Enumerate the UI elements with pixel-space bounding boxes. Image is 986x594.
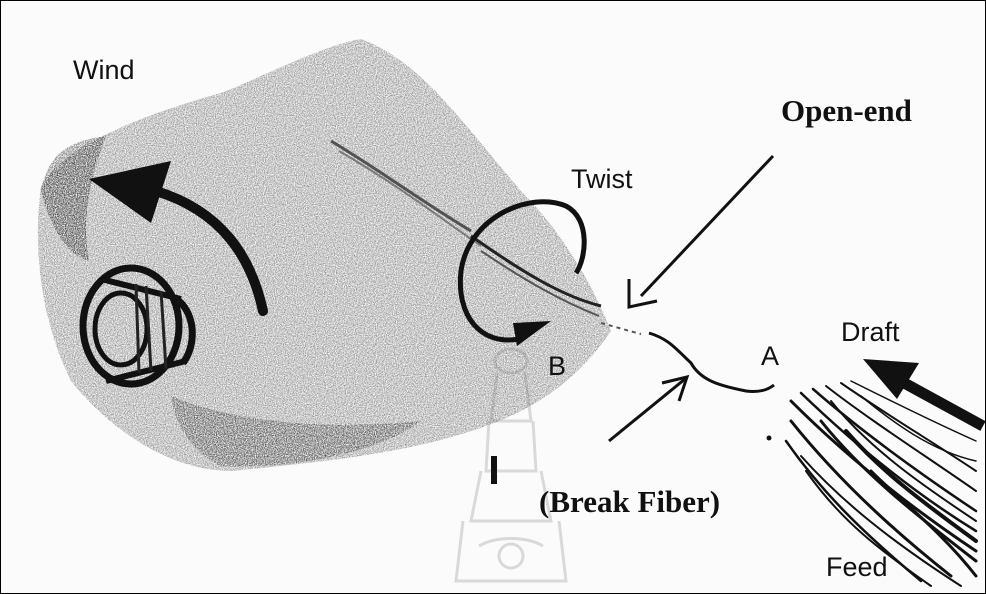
point-b-label: B [548, 353, 566, 380]
open-end-arrow-icon [629, 156, 773, 307]
dot-mark [767, 436, 772, 441]
draft-label: Draft [841, 319, 900, 346]
tick-mark [491, 456, 497, 484]
wind-label: Wind [73, 57, 135, 84]
break-fiber-label: (Break Fiber) [539, 486, 720, 517]
open-end-label: Open-end [781, 95, 912, 126]
break-fiber-arrow-icon [609, 377, 687, 441]
feed-label: Feed [826, 554, 888, 581]
twist-label: Twist [571, 166, 633, 193]
break-fiber-line [601, 323, 774, 392]
point-a-label: A [761, 343, 779, 370]
rotor-body [38, 39, 611, 471]
